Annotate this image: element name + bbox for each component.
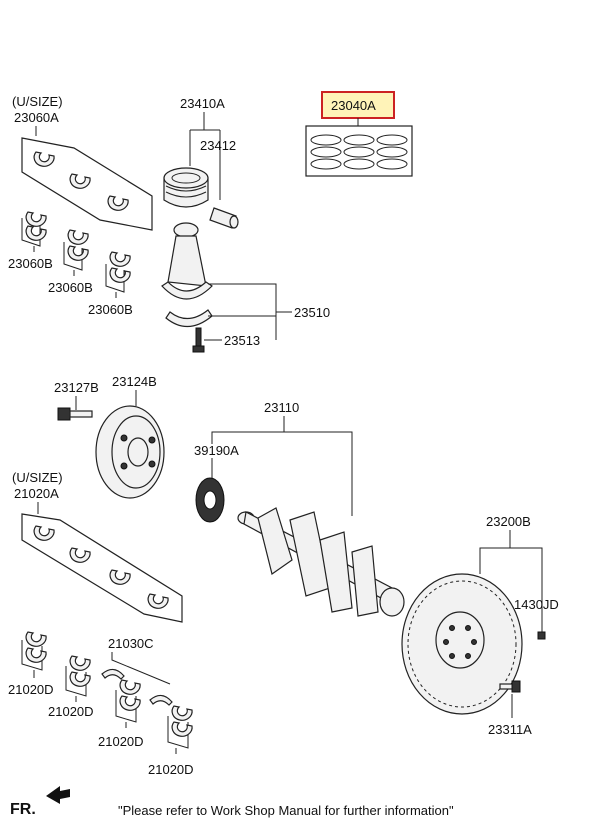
front-indicator-label: FR. (10, 801, 36, 818)
bearing-shell-21020D-3[interactable] (115, 679, 141, 723)
label-23412[interactable]: 23412 (200, 138, 236, 153)
bearing-shell-icon (69, 547, 91, 563)
label-23311A[interactable]: 23311A (488, 722, 532, 737)
rod-bolt[interactable] (192, 327, 205, 353)
crank-sprocket[interactable] (195, 477, 225, 523)
damper-pulley[interactable] (95, 405, 165, 499)
label-21020D-2[interactable]: 21020D (48, 704, 94, 719)
bearing-shell-icon (33, 525, 55, 541)
dowel-pin[interactable] (537, 631, 546, 640)
leader-23110 (211, 416, 353, 516)
label-23060A[interactable]: 23060A (14, 110, 59, 125)
bearing-tray-21020A[interactable] (21, 513, 183, 623)
bearing-shell-icon (109, 569, 131, 585)
piston-pin[interactable] (209, 207, 239, 229)
piston-ring-set-23040A[interactable] (305, 125, 413, 177)
label-23513[interactable]: 23513 (224, 333, 260, 348)
front-arrow-icon (46, 786, 70, 804)
bearing-shell-icon (69, 173, 91, 189)
label-23060B-1[interactable]: 23060B (8, 256, 53, 271)
leader-21030C (111, 652, 171, 685)
piston-ring-icon (310, 134, 342, 170)
piston-ring-icon (343, 134, 375, 170)
bearing-shell-23060B-2[interactable] (63, 229, 89, 271)
label-23110[interactable]: 23110 (264, 400, 299, 415)
label-21020D-1[interactable]: 21020D (8, 682, 54, 697)
bearing-shell-23060B-1[interactable] (21, 211, 47, 247)
connecting-rod[interactable] (161, 222, 213, 328)
bearing-shell-21020D-1[interactable] (21, 631, 47, 671)
bearing-shell-21020D-4[interactable] (167, 705, 193, 749)
label-21030C[interactable]: 21030C (108, 636, 154, 651)
pulley-bolt[interactable] (57, 407, 93, 421)
bearing-shell-21020D-2[interactable] (65, 655, 91, 697)
label-21020D-3[interactable]: 21020D (98, 734, 144, 749)
flywheel-bolt[interactable] (499, 680, 521, 693)
label-21020D-4[interactable]: 21020D (148, 762, 194, 777)
crankshaft[interactable] (237, 507, 405, 617)
label-23510[interactable]: 23510 (294, 305, 330, 320)
bearing-shell-icon (107, 195, 129, 211)
label-39190A[interactable]: 39190A (194, 443, 239, 458)
bearing-shell-23060B-3[interactable] (105, 251, 131, 293)
piston[interactable] (163, 167, 209, 208)
label-usize-bottom: (U/SIZE) (12, 470, 63, 485)
label-23060B-2[interactable]: 23060B (48, 280, 93, 295)
label-23040A[interactable]: 23040A (331, 98, 376, 113)
bearing-shell-icon (33, 151, 55, 167)
label-23060B-3[interactable]: 23060B (88, 302, 133, 317)
flywheel[interactable] (401, 573, 523, 715)
label-1430JD[interactable]: 1430JD (514, 597, 559, 612)
ring-set-highlight-box[interactable]: 23040A (321, 91, 395, 119)
leader-23200B (479, 530, 543, 632)
label-23127B[interactable]: 23127B (54, 380, 99, 395)
leader-23410A (189, 112, 221, 200)
bearing-shell-icon (147, 593, 169, 609)
footer-note: "Please refer to Work Shop Manual for fu… (118, 803, 454, 818)
label-23410A[interactable]: 23410A (180, 96, 225, 111)
leader-23510 (208, 283, 292, 340)
label-21020A[interactable]: 21020A (14, 486, 59, 501)
label-23124B[interactable]: 23124B (112, 374, 157, 389)
label-23200B[interactable]: 23200B (486, 514, 531, 529)
label-usize-top: (U/SIZE) (12, 94, 63, 109)
piston-ring-icon (376, 134, 408, 170)
bearing-tray-23060A[interactable] (21, 137, 153, 231)
thrust-washer[interactable] (101, 668, 173, 706)
